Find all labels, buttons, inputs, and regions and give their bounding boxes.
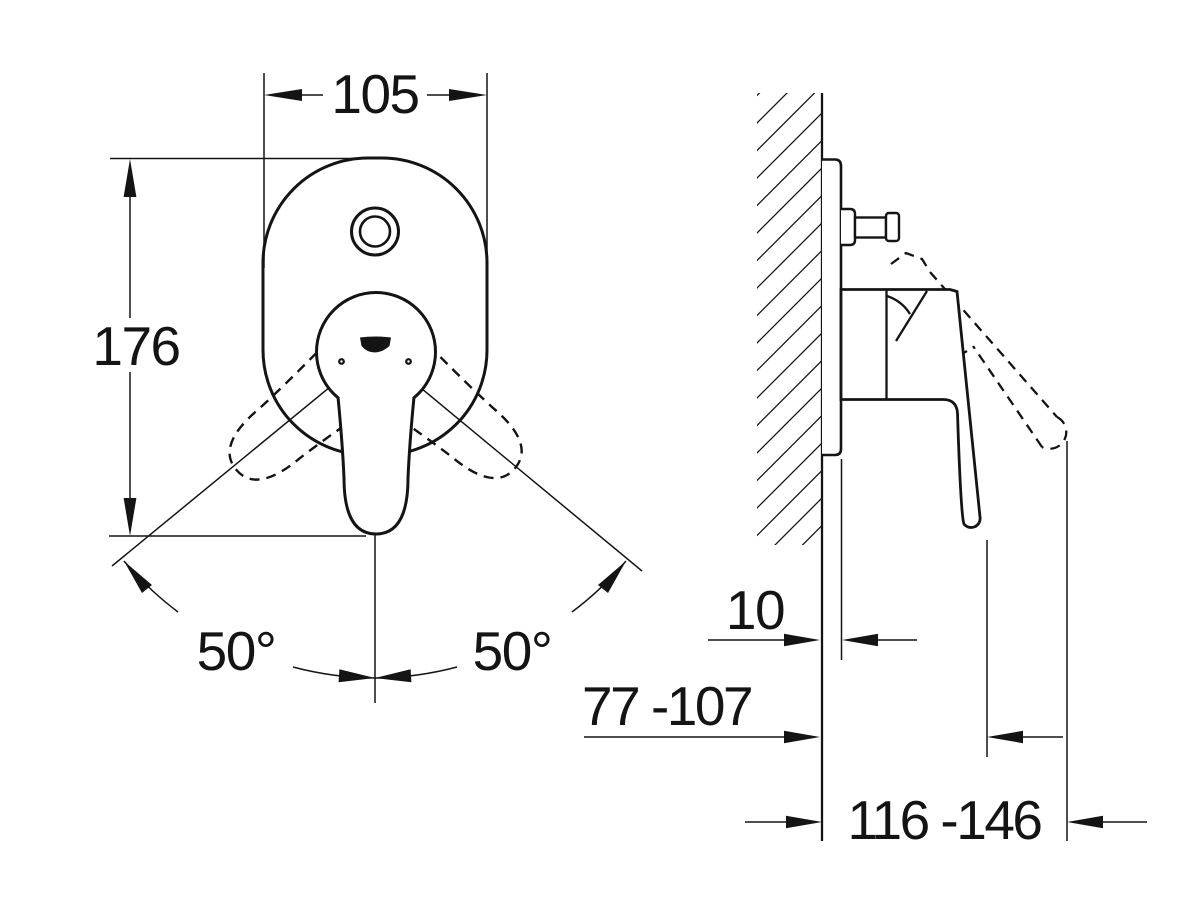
side-view: 10 77 -107 116 -146 [582,93,1147,851]
arrowhead-down [123,498,137,536]
arrowhead-center-left [338,669,375,683]
faceplate-side [822,158,843,457]
arrowhead-left [786,815,822,829]
dimension-height-176: 176 [92,157,366,537]
dim-swing-left-label: 50° [197,620,276,682]
raised-lever-bottom-edge [972,345,1043,448]
arrowhead-right [449,89,487,101]
arrowhead-left [784,730,820,744]
front-view: 105 176 50° [92,63,643,703]
wall-hatching [757,93,822,545]
lever-neck-line [895,290,928,342]
diverter-knob-collar [841,207,857,247]
lever-handle [336,396,416,536]
dimension-swing-left-50: 50° [123,560,376,683]
raised-lever-top-edge [890,251,1058,418]
arrowhead-left [784,633,820,647]
screw-dot-right-center [407,360,410,363]
lever-left-position-dashed [228,351,367,481]
dim-plate-offset-label: 10 [726,579,784,641]
dim-body-depth-label: 77 -107 [582,675,751,737]
diverter-button-inner [358,215,392,248]
lever-right-position-dashed [385,350,523,480]
arrowhead-up [123,159,137,197]
screw-dot-left-center [340,360,343,363]
lever-side [839,288,982,529]
arrowhead-right [987,730,1023,744]
dim-lever-depth-label: 116 -146 [847,789,1041,851]
diverter-button-outer [350,206,400,257]
dimension-width-105: 105 [263,63,488,268]
dimension-plate-offset-10: 10 [708,579,917,647]
arrowhead-right [1067,815,1103,829]
arrowhead-right [842,633,878,647]
diverter-knob-cap [884,211,901,243]
grohe-logo [360,336,391,353]
dimension-lever-depth-116-146: 116 -146 [745,789,1147,851]
diverter-knob-shaft [853,216,888,239]
arrowhead-diagonal-left [124,561,152,593]
dim-width-label: 105 [331,63,418,125]
raised-lever-tip [1041,415,1068,450]
dimension-swing-right-50: 50° [374,560,627,683]
arrowhead-center-right [375,669,412,683]
lever-neck-arc [886,294,911,315]
arrowhead-diagonal-right [598,561,626,593]
arrowhead-left [264,89,302,101]
dim-height-label: 176 [92,315,179,377]
dim-swing-right-label: 50° [473,620,552,682]
dimension-body-depth-77-107: 77 -107 [582,675,1063,744]
